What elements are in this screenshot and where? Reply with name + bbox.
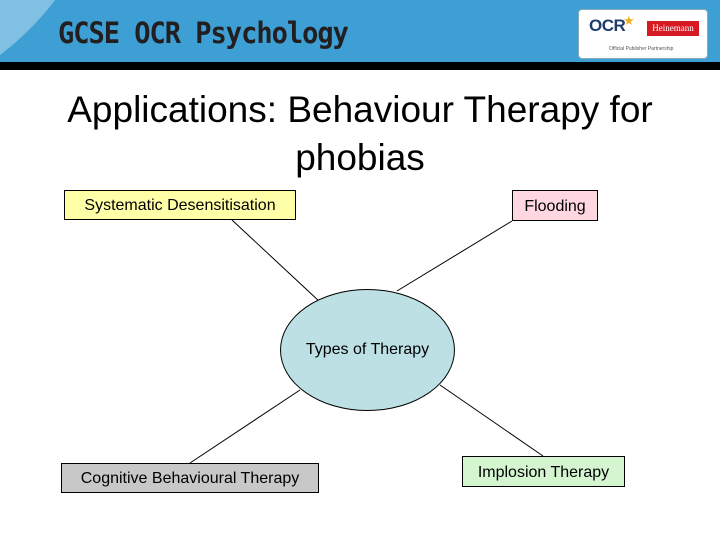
header-divider [0,62,720,70]
logo-partner-text: Official Publisher Partnership [609,46,674,52]
center-node-label: Types of Therapy [305,341,430,358]
connector-bottom-right [439,384,544,457]
star-icon: ★ [623,13,635,28]
node-flooding: Flooding [512,190,598,221]
ocr-logo-text: OCR [589,16,626,35]
publisher-logo: OCR ★ Heinemann Official Publisher Partn… [578,9,708,59]
node-systematic-desensitisation: Systematic Desensitisation [64,190,296,220]
slide-title: Applications: Behaviour Therapy for phob… [67,89,653,178]
connector-top-left [231,219,321,303]
heinemann-logo: Heinemann [647,21,699,36]
brand-title: GCSE OCR Psychology [58,16,349,51]
connector-bottom-left [189,389,301,464]
center-node-types-of-therapy: Types of Therapy [280,289,455,411]
connector-top-right [396,220,513,292]
node-implosion-therapy: Implosion Therapy [462,456,625,487]
node-cognitive-behavioural-therapy: Cognitive Behavioural Therapy [61,463,319,493]
